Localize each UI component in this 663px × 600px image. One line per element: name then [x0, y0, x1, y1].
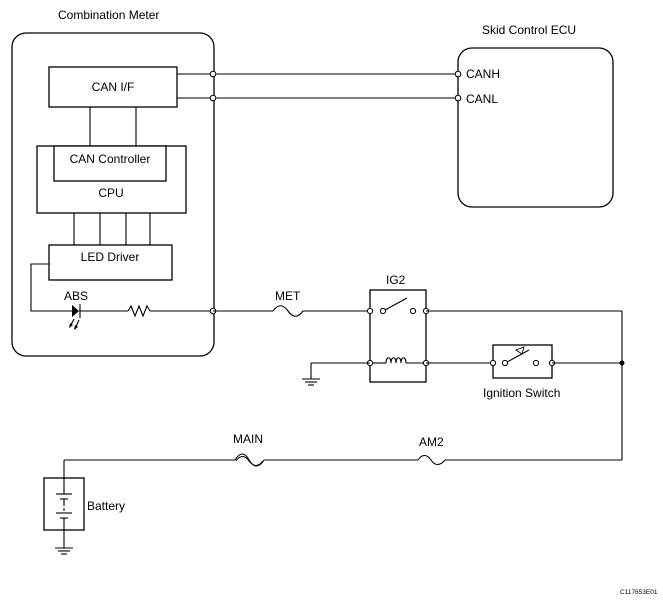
ignition-switch-icon [489, 346, 556, 367]
main-fuse-label: MAIN [233, 432, 263, 446]
led-driver-label: LED Driver [81, 250, 140, 264]
can-controller-block [53, 145, 167, 182]
can-if-label: CAN I/F [92, 80, 135, 94]
skid-control-ecu-box [457, 47, 614, 208]
met-fuse-icon [272, 305, 304, 317]
combination-meter-title: Combination Meter [58, 8, 159, 22]
led-driver-block [48, 244, 173, 281]
met-fuse-label: MET [275, 289, 301, 303]
canl-label: CANL [466, 92, 498, 106]
cpu-label: CPU [98, 186, 123, 200]
can-controller-label: CAN Controller [70, 152, 151, 166]
can-if-block [48, 66, 178, 108]
ig2-relay-box [369, 289, 427, 383]
resistor-icon [127, 304, 151, 318]
ig2-relay-label: IG2 [386, 273, 406, 287]
am2-fuse-icon [417, 454, 446, 466]
battery-label: Battery [87, 499, 125, 513]
ground-icon [302, 378, 320, 386]
canh-label: CANH [466, 67, 500, 81]
skid-control-ecu-title: Skid Control ECU [482, 23, 576, 37]
am2-fuse-label: AM2 [419, 435, 444, 449]
ignition-switch-label: Ignition Switch [483, 386, 560, 400]
figure-code: C117653E01 [620, 589, 658, 596]
battery-icon [56, 478, 72, 530]
main-fuse-icon [234, 453, 265, 467]
ground-icon [55, 547, 73, 555]
abs-led-icon [69, 304, 128, 330]
abs-label: ABS [64, 289, 88, 303]
